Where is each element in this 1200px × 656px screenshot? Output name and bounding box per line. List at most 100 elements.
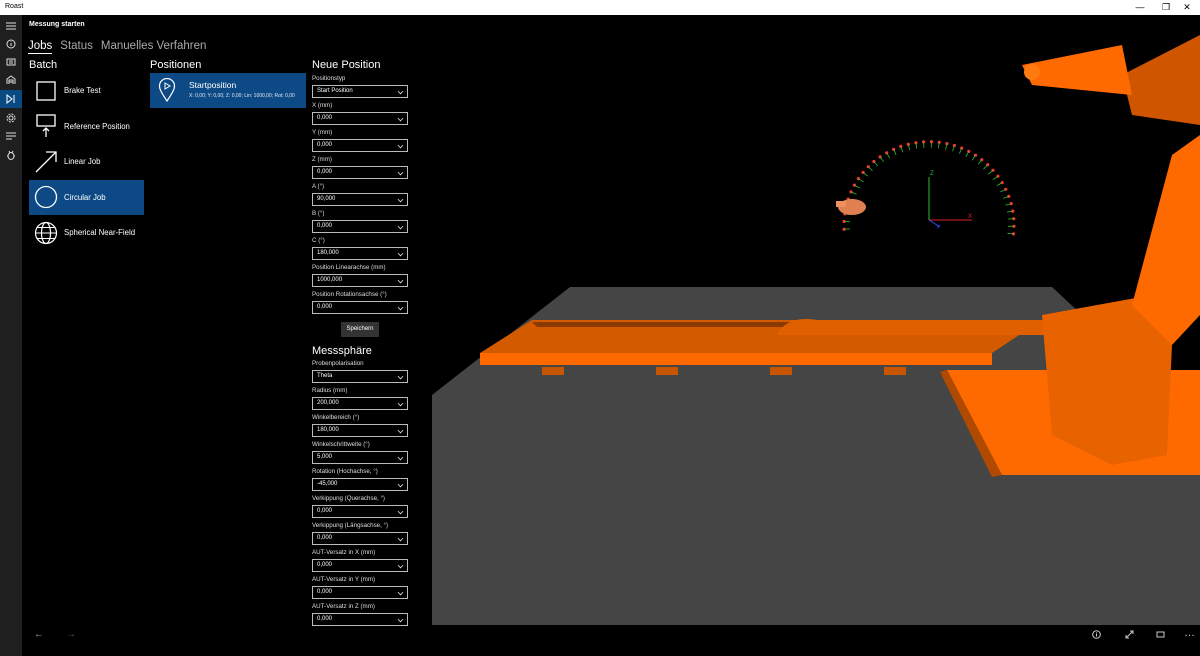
chevron-down-icon[interactable] <box>397 196 404 203</box>
field-label: Verkippung (Längsachse, °) <box>312 522 389 529</box>
window-icon[interactable] <box>1156 630 1165 641</box>
info-icon[interactable] <box>0 35 22 53</box>
number-stepper[interactable]: 0,000 <box>312 613 408 626</box>
fullscreen-icon[interactable] <box>1125 630 1134 641</box>
warehouse-icon[interactable] <box>0 71 22 89</box>
job-spherical[interactable]: Spherical Near-Field <box>29 215 144 251</box>
restore-button[interactable]: ❐ <box>1161 2 1171 12</box>
chevron-down-icon[interactable] <box>397 88 404 95</box>
number-stepper[interactable]: 0,000 <box>312 220 408 233</box>
arc-tick <box>959 147 963 154</box>
select-field[interactable]: Theta <box>312 370 408 383</box>
number-stepper[interactable]: 0,000 <box>312 532 408 545</box>
hamburger-menu-icon[interactable] <box>0 17 22 35</box>
tab-status[interactable]: Status <box>60 40 93 52</box>
axis-y-label: Y <box>936 225 940 231</box>
job-brake-test[interactable]: Brake Test <box>29 73 144 109</box>
tab-manual[interactable]: Manuelles Verfahren <box>100 40 207 52</box>
number-stepper[interactable]: 0,000 <box>312 301 408 314</box>
device-icon[interactable] <box>0 53 22 71</box>
field-label: A (°) <box>312 183 325 190</box>
chevron-down-icon[interactable] <box>397 508 404 515</box>
window-titlebar: Roast — ❐ ✕ <box>0 0 1200 15</box>
minimize-button[interactable]: — <box>1135 2 1145 12</box>
globe-icon <box>34 221 58 245</box>
job-circular[interactable]: Circular Job <box>29 179 144 215</box>
number-stepper[interactable]: 0,000 <box>312 139 408 152</box>
arc-point <box>885 151 889 155</box>
chevron-down-icon[interactable] <box>397 250 404 257</box>
field-value: -45,000 <box>317 481 338 487</box>
arc-point <box>1011 209 1015 213</box>
more-options-button[interactable]: … <box>1184 627 1195 639</box>
number-stepper[interactable]: 200,000 <box>312 397 408 410</box>
position-coords: X: 0,00; Y: 0,00; Z: 0,00; Lin: 1000,00;… <box>189 93 295 99</box>
arrow-diagonal-icon <box>34 150 58 174</box>
number-stepper[interactable]: 0,000 <box>312 559 408 572</box>
number-stepper[interactable]: -45,000 <box>312 478 408 491</box>
back-button[interactable]: ← <box>34 629 44 640</box>
chevron-down-icon[interactable] <box>397 589 404 596</box>
info-circle-icon[interactable] <box>1092 630 1101 641</box>
number-stepper[interactable]: 1000,000 <box>312 274 408 287</box>
chevron-down-icon[interactable] <box>397 481 404 488</box>
bug-icon[interactable] <box>0 146 22 164</box>
field-label: Y (mm) <box>312 129 333 136</box>
robot-3d-view[interactable]: Z X Y <box>432 15 1200 625</box>
arc-tick <box>873 161 879 167</box>
job-label: Brake Test <box>64 86 101 96</box>
cable-chain <box>777 319 1072 335</box>
arc-point <box>960 146 964 150</box>
axis-x-label: X <box>968 214 972 220</box>
close-button[interactable]: ✕ <box>1183 2 1191 12</box>
chevron-down-icon[interactable] <box>397 169 404 176</box>
chevron-down-icon[interactable] <box>397 616 404 623</box>
field-value: 0,000 <box>317 535 333 541</box>
field-label: Radius (mm) <box>312 387 348 394</box>
chevron-down-icon[interactable] <box>397 454 404 461</box>
position-item[interactable]: Startposition X: 0,00; Y: 0,00; Z: 0,00;… <box>150 73 306 108</box>
robot-body <box>1042 295 1172 465</box>
arc-tick <box>1003 196 1009 199</box>
tab-jobs[interactable]: Jobs <box>28 40 53 54</box>
settings-gear-icon[interactable] <box>0 109 22 127</box>
job-linear[interactable]: Linear Job <box>29 144 144 180</box>
bottom-bar: ← → … <box>22 625 1200 656</box>
number-stepper[interactable]: 90,000 <box>312 193 408 206</box>
arc-tick <box>868 166 873 172</box>
chevron-down-icon[interactable] <box>397 223 404 230</box>
chevron-down-icon[interactable] <box>397 115 404 122</box>
number-stepper[interactable]: 0,000 <box>312 112 408 125</box>
number-stepper[interactable]: 5,000 <box>312 451 408 464</box>
number-stepper[interactable]: 180,000 <box>312 424 408 437</box>
field-label: Positionstyp <box>312 75 346 82</box>
job-reference-position[interactable]: Reference Position <box>29 109 144 145</box>
arc-tick <box>879 156 884 163</box>
field-label: AUT-Versatz in Y (mm) <box>312 576 376 583</box>
play-step-icon[interactable] <box>0 90 22 108</box>
chevron-down-icon[interactable] <box>397 304 404 311</box>
save-button[interactable]: Speichern <box>341 322 379 337</box>
field-label: Probenpolarisation <box>312 360 364 367</box>
field-label: Winkelbereich (°) <box>312 414 360 421</box>
chevron-down-icon[interactable] <box>397 400 404 407</box>
chevron-down-icon[interactable] <box>397 535 404 542</box>
number-stepper[interactable]: 0,000 <box>312 505 408 518</box>
chevron-down-icon[interactable] <box>397 427 404 434</box>
square-icon <box>34 79 58 103</box>
chevron-down-icon[interactable] <box>397 277 404 284</box>
arc-tick <box>1007 232 1014 235</box>
reference-position-icon <box>34 114 58 138</box>
chevron-down-icon[interactable] <box>397 142 404 149</box>
chevron-down-icon[interactable] <box>397 562 404 569</box>
number-stepper[interactable]: 0,000 <box>312 586 408 599</box>
field-value: Start Position <box>317 88 353 94</box>
forward-button[interactable]: → <box>66 629 76 640</box>
field-value: Theta <box>317 373 333 379</box>
list-icon[interactable] <box>0 127 22 145</box>
number-stepper[interactable]: 0,000 <box>312 166 408 179</box>
select-field[interactable]: Start Position <box>312 85 408 98</box>
number-stepper[interactable]: 180,000 <box>312 247 408 260</box>
chevron-down-icon[interactable] <box>397 373 404 380</box>
